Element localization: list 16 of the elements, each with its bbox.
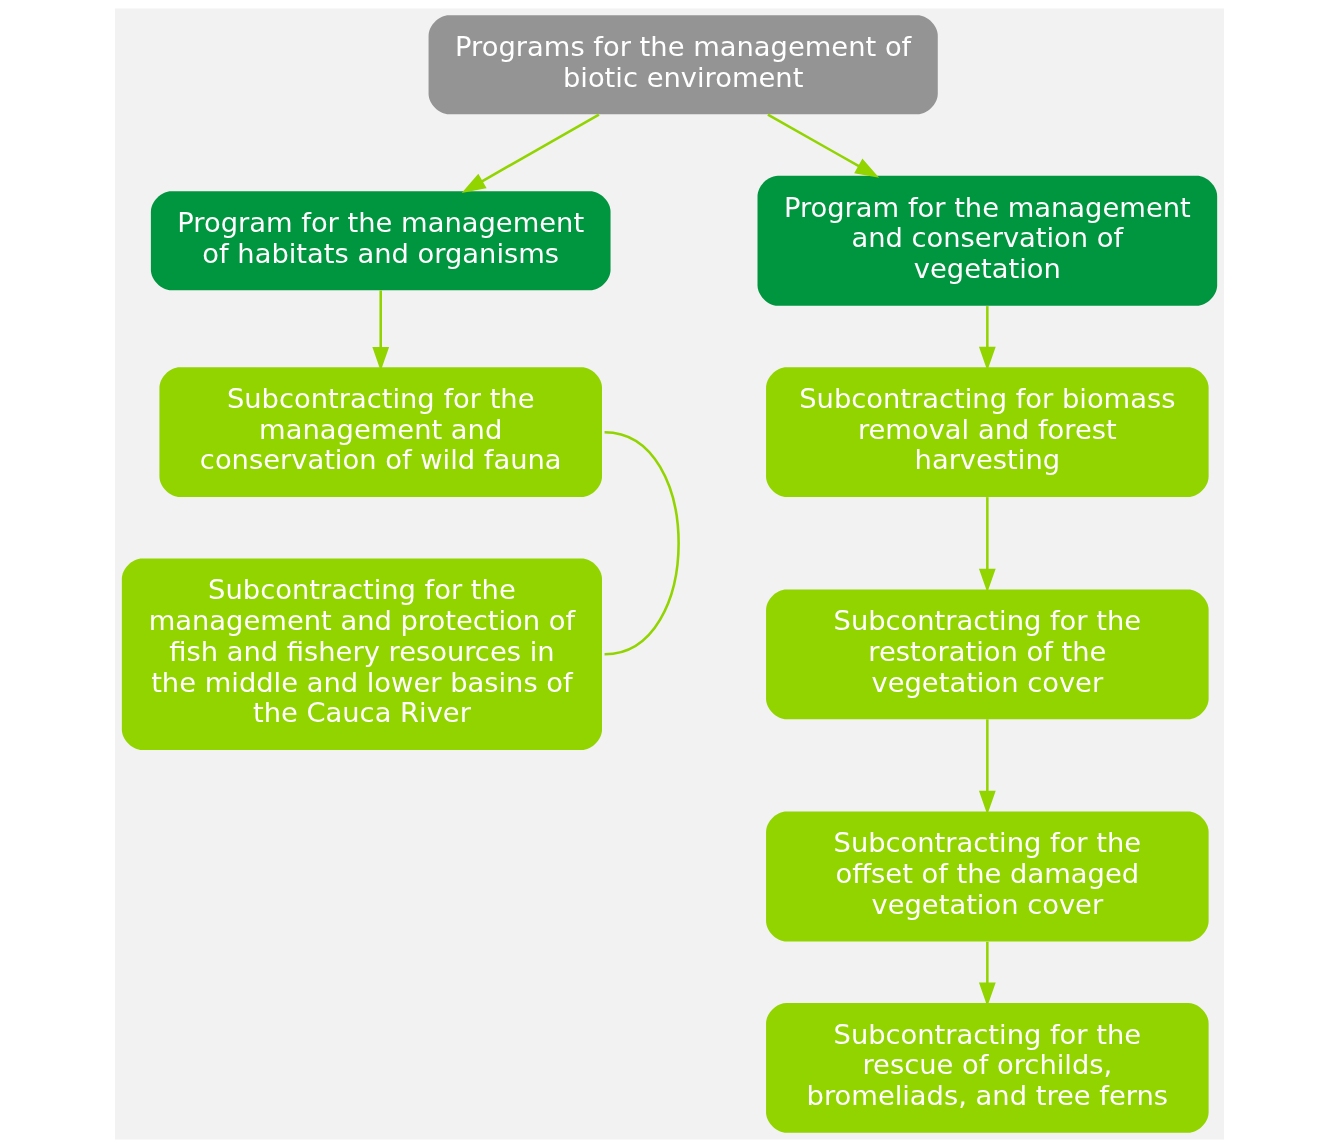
arrow	[978, 497, 996, 593]
node-box: Program for the management and conservation of vegetation	[757, 175, 1217, 306]
node-box: Subcontracting for the restoration of the vegetation cover	[765, 589, 1209, 720]
arrow	[371, 290, 389, 371]
node-box: Subcontracting for the management and conservation of wild fauna	[158, 367, 602, 498]
arrow	[766, 113, 879, 178]
node-box: Subcontracting for biomass removal and forest harvesting	[765, 367, 1209, 498]
arrow	[461, 113, 600, 193]
arrow	[978, 306, 996, 371]
node-box: Subcontracting for the rescue of orchilds, bromeliads, and tree ferns	[765, 1002, 1209, 1133]
node-box: Programs for the management of biotic enviroment	[428, 15, 938, 115]
arrow	[978, 719, 996, 815]
node-box: Program for the management of habitats and organisms	[150, 191, 611, 291]
node-box: Subcontracting for the offset of the damaged vegetation cover	[765, 811, 1209, 942]
node-box: Subcontracting for the management and protection of fish and fishery resources in the middle and lower basins of the Cauca River	[121, 558, 602, 750]
connector	[603, 430, 680, 656]
